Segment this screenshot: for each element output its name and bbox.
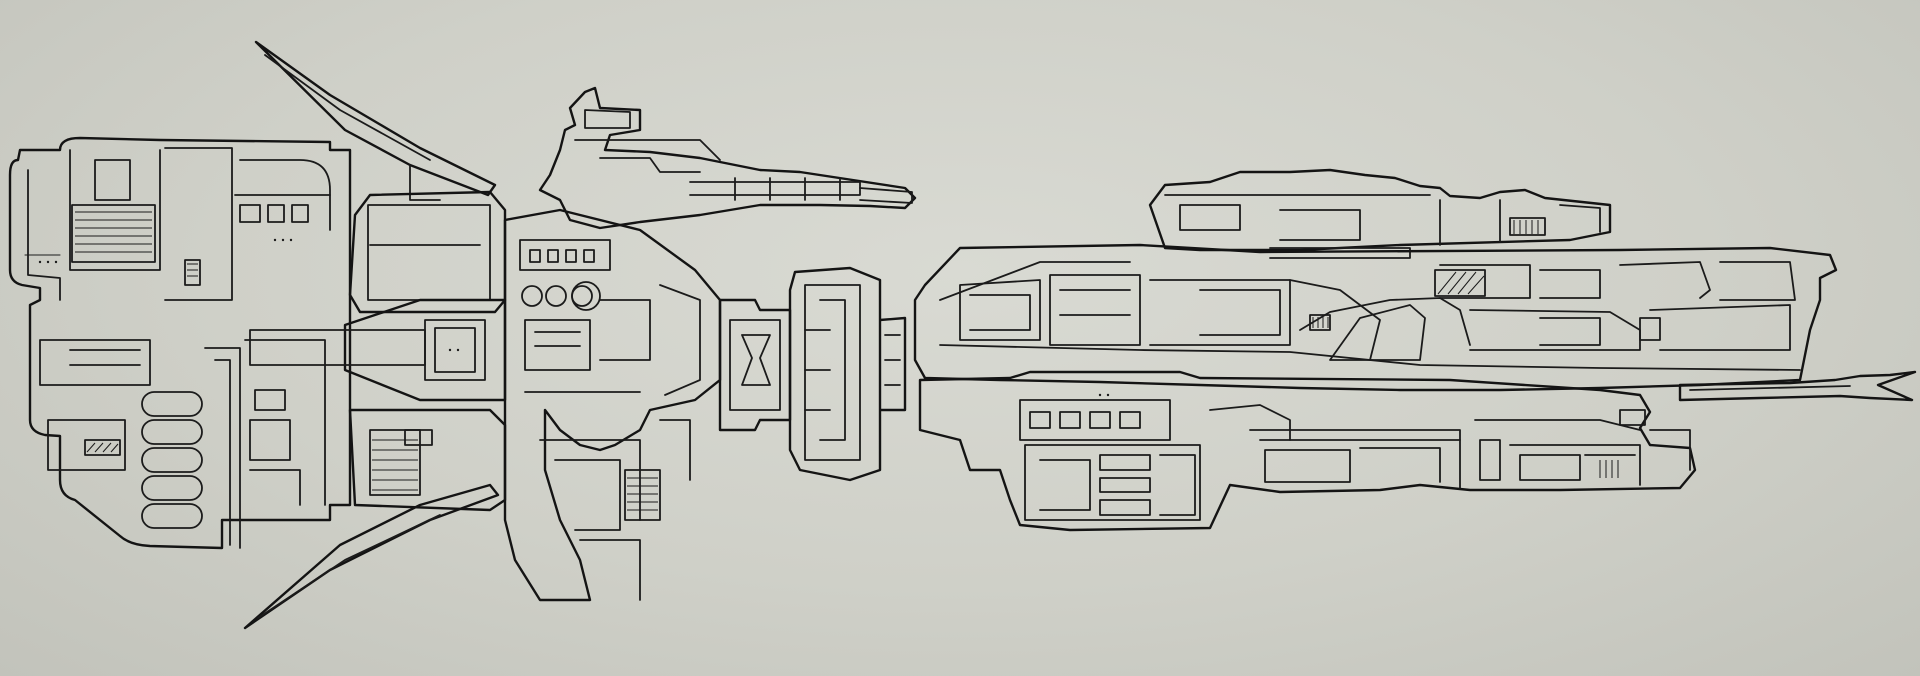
- vent-hatch-3: [86, 442, 119, 453]
- vent-hatch-7: [1437, 271, 1485, 295]
- vent-hatch-2: [187, 263, 198, 277]
- vent-hatch-8: [1312, 317, 1329, 328]
- front-hull: [913, 168, 1917, 532]
- rivet-details: [38, 238, 1110, 397]
- vent-hatch-9: [1599, 460, 1619, 478]
- engine-nozzles: [141, 391, 203, 529]
- vent-hatch-4: [372, 439, 418, 491]
- vent-hatch-5: [627, 477, 658, 511]
- wing-fins: [243, 40, 500, 630]
- central-hull: [503, 86, 917, 602]
- mid-section: [249, 190, 507, 512]
- connector-section: [718, 266, 907, 482]
- rear-engine-block: [8, 136, 352, 550]
- vent-hatch-1: [75, 211, 152, 253]
- vent-hatch-6: [1513, 220, 1539, 234]
